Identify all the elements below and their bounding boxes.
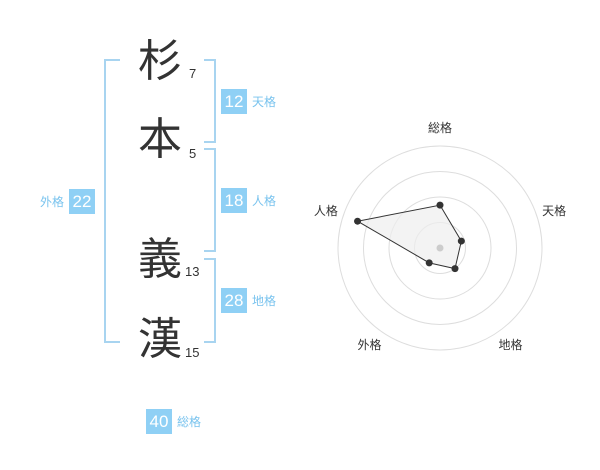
radar-point-3 [425, 259, 433, 267]
gaikaku-value: 22 [69, 189, 96, 214]
soukaku-label: 総格 [177, 415, 202, 429]
stroke-count-3: 13 [185, 264, 200, 279]
gaikaku-badge: 外格 22 [40, 189, 96, 214]
tenkaku-bracket [204, 59, 216, 143]
radar-axis-label-0: 総格 [428, 120, 452, 135]
radar-ring-4 [337, 145, 543, 351]
tenkaku-label: 天格 [252, 95, 277, 109]
chikaku-badge: 28 地格 [221, 288, 276, 313]
radar-points [354, 201, 465, 273]
radar-area [356, 204, 462, 270]
jinkaku-bracket [204, 148, 216, 252]
radar-point-2 [451, 265, 459, 273]
name-char-1: 杉 [138, 36, 182, 87]
radar-axis-label-2: 地格 [499, 337, 523, 352]
tenkaku-value: 12 [221, 89, 247, 114]
soukaku-badge: 40 総格 [146, 409, 201, 434]
radar-center [436, 244, 444, 252]
radar-rings [337, 145, 543, 351]
name-char-2: 本 [138, 114, 182, 165]
stroke-count-1: 7 [189, 66, 197, 81]
radar-point-0 [436, 201, 444, 209]
radar-ring-2 [388, 196, 492, 300]
soukaku-value: 40 [146, 409, 172, 434]
stroke-count-4: 15 [185, 345, 200, 360]
radar-axis-label-1: 天格 [542, 203, 566, 218]
name-char-4: 漢 [138, 314, 182, 365]
gaikaku-label: 外格 [40, 195, 65, 209]
tenkaku-badge: 12 天格 [221, 89, 276, 114]
gaikaku-bracket [104, 59, 120, 343]
radar-axis-label-3: 外格 [357, 337, 381, 352]
jinkaku-badge: 18 人格 [221, 188, 276, 213]
radar-axis-label-4: 人格 [314, 203, 338, 218]
jinkaku-value: 18 [221, 188, 247, 213]
name-char-3: 義 [138, 234, 182, 285]
stroke-count-2: 5 [189, 146, 197, 161]
radar-point-1 [457, 237, 465, 245]
chikaku-label: 地格 [252, 294, 277, 308]
jinkaku-label: 人格 [252, 194, 277, 208]
radar-ring-3 [363, 171, 517, 325]
radar-point-4 [354, 217, 362, 225]
chikaku-value: 28 [221, 288, 247, 313]
chikaku-bracket [204, 258, 216, 343]
